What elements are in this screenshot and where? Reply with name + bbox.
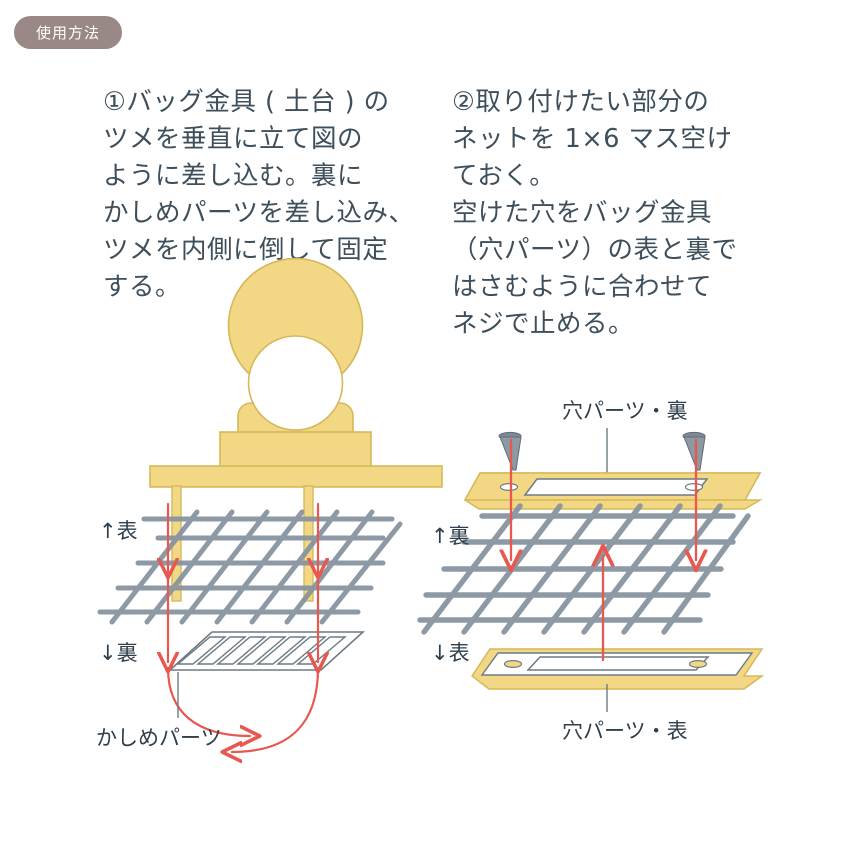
hole-part-front-label: 穴パーツ・表 xyxy=(562,719,688,743)
left-face-down-label: ↓裏 xyxy=(99,641,138,665)
caulk-part-plate xyxy=(167,631,366,671)
left-mesh-net xyxy=(97,509,403,625)
hole-part-back-label: 穴パーツ・裏 xyxy=(562,399,688,423)
step2-text: ②取り付けたい部分の ネットを 1×6 マス空け ておく。 空けた穴をバッグ金具… xyxy=(452,87,738,339)
left-diagram: ↑表 ↓裏 かしめパーツ xyxy=(96,257,443,752)
right-diagram: 穴パーツ・裏 xyxy=(417,399,765,743)
right-mesh-net xyxy=(417,503,751,635)
right-face-down-label: ↓表 xyxy=(431,641,470,665)
left-red-arrows xyxy=(168,502,318,752)
hole-part-back-plate xyxy=(463,472,763,510)
screw-right xyxy=(682,431,706,471)
usage-badge: 使用方法 xyxy=(14,16,123,49)
bag-hardware-ring xyxy=(227,257,364,441)
bag-hardware-plate xyxy=(149,465,443,488)
caulk-part-label: かしめパーツ xyxy=(96,726,222,750)
step1-text: ①バッグ金具 ( 土台 ) の ツメを垂直に立て図の ように差し込む。裏に かし… xyxy=(103,87,415,302)
left-face-up-label: ↑表 xyxy=(99,519,138,543)
hole-part-front-plate xyxy=(470,648,765,690)
right-face-up-label: ↑裏 xyxy=(431,524,470,548)
right-red-arrows xyxy=(511,438,696,662)
